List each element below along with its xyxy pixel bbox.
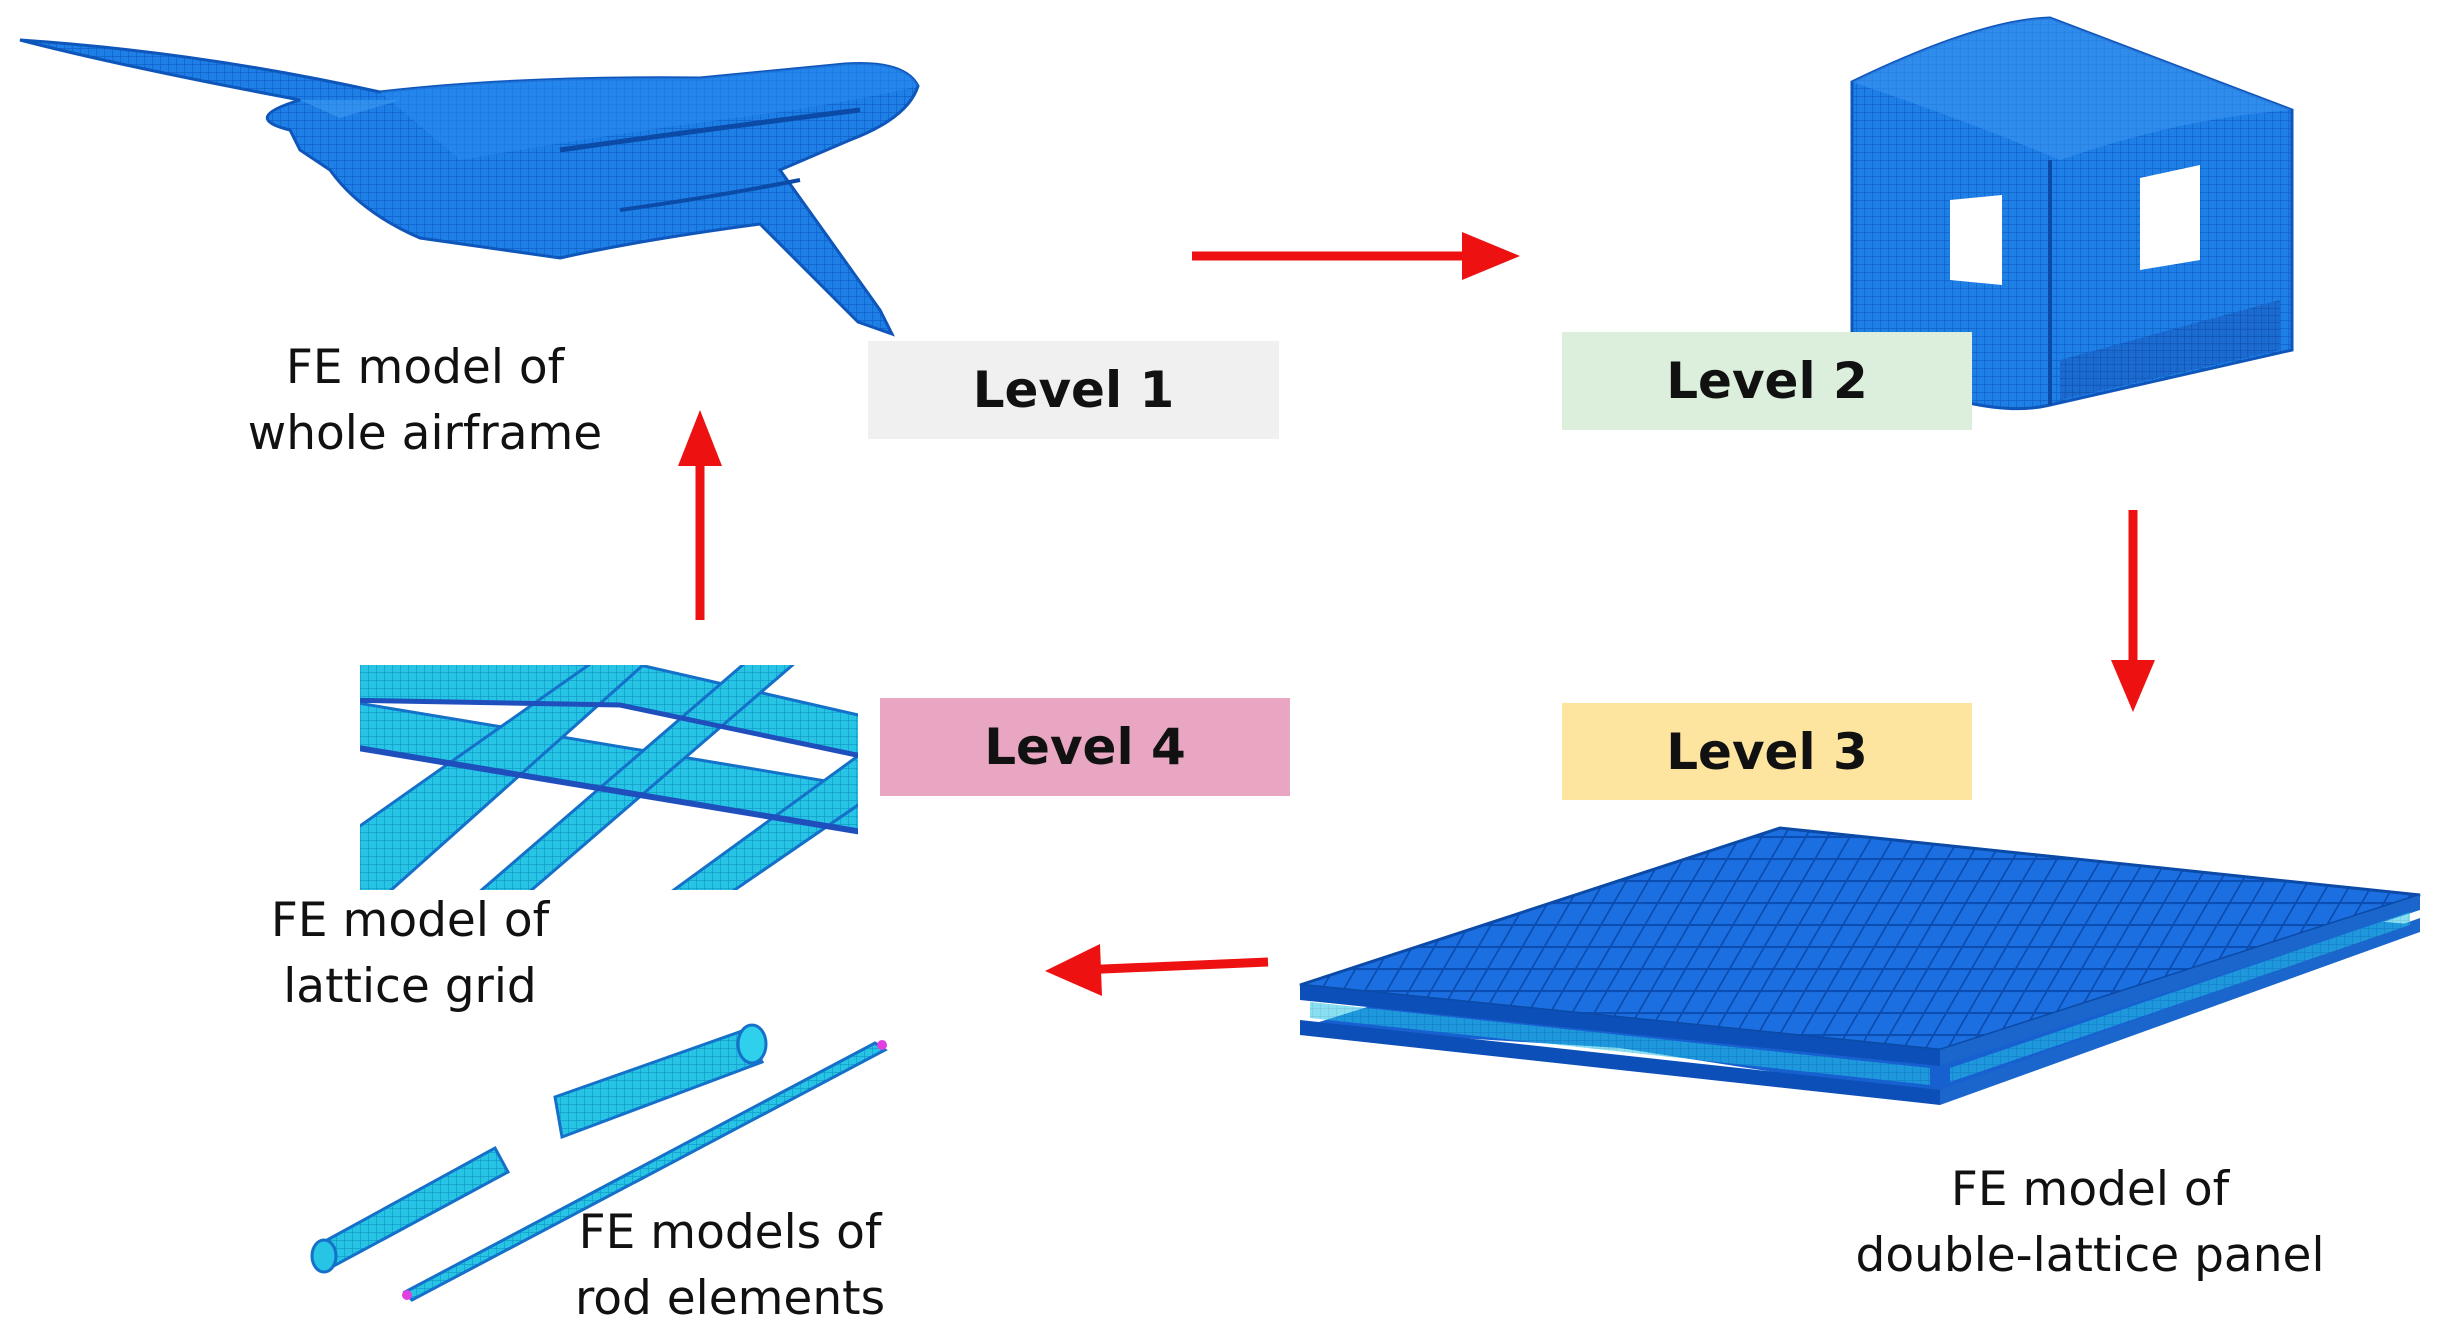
level-4-box: Level 4 xyxy=(880,698,1290,796)
fuselage-section-model-image xyxy=(1850,16,2294,411)
caption-airframe-line1: FE model of xyxy=(285,340,565,395)
caption-panel: FE model of double-lattice panel xyxy=(1820,1157,2360,1289)
arrow-level2-to-level3 xyxy=(2111,510,2155,712)
arrow-level1-to-level2 xyxy=(1192,232,1520,280)
level-4-label: Level 4 xyxy=(984,718,1186,776)
caption-lattice-line2: lattice grid xyxy=(283,959,537,1014)
caption-lattice: FE model of lattice grid xyxy=(240,888,580,1020)
level-2-label: Level 2 xyxy=(1666,352,1868,410)
airframe-model-image xyxy=(19,38,920,337)
rod-elements-model-image xyxy=(310,1023,888,1302)
caption-rods-line2: rod elements xyxy=(574,1271,886,1326)
level-3-box: Level 3 xyxy=(1562,703,1972,800)
caption-airframe-line2: whole airframe xyxy=(247,406,603,461)
caption-rods-line1: FE models of xyxy=(578,1205,882,1260)
level-1-box: Level 1 xyxy=(868,341,1279,439)
caption-panel-line2: double-lattice panel xyxy=(1855,1228,2325,1283)
caption-panel-line1: FE model of xyxy=(1950,1162,2230,1217)
arrow-level3-to-level4 xyxy=(1045,944,1269,996)
level-1-label: Level 1 xyxy=(972,361,1175,419)
double-lattice-panel-model-image xyxy=(1299,826,2421,1105)
level-2-box: Level 2 xyxy=(1562,332,1972,430)
caption-airframe: FE model of whole airframe xyxy=(230,335,620,467)
caption-rods: FE models of rod elements xyxy=(560,1200,900,1332)
caption-lattice-line1: FE model of xyxy=(270,893,550,948)
arrow-level4-to-level1 xyxy=(678,410,722,620)
lattice-grid-model-image xyxy=(360,665,858,890)
level-3-label: Level 3 xyxy=(1666,722,1868,781)
